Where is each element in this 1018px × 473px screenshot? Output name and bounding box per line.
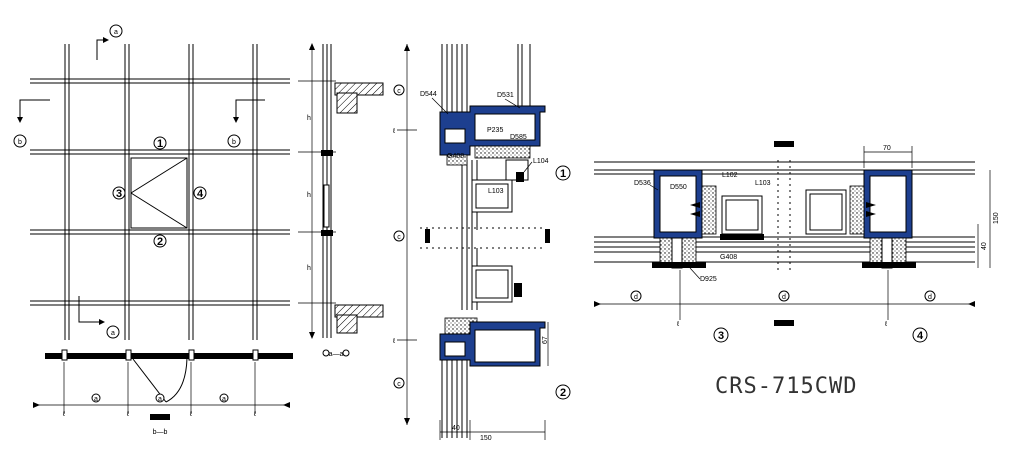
svg-text:c: c: [397, 234, 401, 241]
pane-callout-1: 1: [153, 136, 167, 150]
section-marker-a-bottom: a: [78, 296, 120, 339]
svg-text:a: a: [111, 330, 115, 337]
vertical-section: ℓ ℓ c c c: [392, 44, 571, 442]
svg-text:ℓ: ℓ: [676, 321, 680, 328]
svg-text:D544: D544: [420, 91, 437, 98]
svg-text:1: 1: [157, 138, 163, 150]
svg-text:a: a: [158, 396, 162, 403]
svg-text:1: 1: [560, 168, 566, 180]
svg-text:D585: D585: [510, 134, 527, 141]
svg-text:L103: L103: [488, 188, 504, 195]
svg-text:150: 150: [480, 435, 492, 442]
vertical-glass-lines: [441, 44, 531, 438]
svg-text:67: 67: [542, 336, 549, 344]
svg-text:L103: L103: [755, 180, 771, 187]
svg-text:h: h: [307, 115, 311, 122]
svg-text:h: h: [307, 265, 311, 272]
svg-text:4: 4: [917, 330, 924, 342]
drawing-title: CRS-715CWD: [715, 374, 857, 399]
svg-text:b—b: b—b: [153, 429, 168, 436]
elevation-mullions: [64, 44, 258, 340]
section-callout-2: 2: [555, 384, 571, 400]
svg-text:G408: G408: [720, 254, 737, 261]
lower-vent-box: [471, 265, 522, 303]
svg-text:c: c: [397, 381, 401, 388]
svg-text:L102: L102: [722, 172, 738, 179]
svg-text:b: b: [18, 139, 22, 146]
svg-text:a: a: [94, 396, 98, 403]
svg-text:3: 3: [116, 188, 122, 200]
left-mullion-profile: [652, 169, 717, 269]
pane-callout-3: 3: [112, 186, 126, 200]
upper-transom-profile: [439, 105, 546, 181]
svg-text:ℓ: ℓ: [392, 128, 396, 135]
right-mullion-profile: [849, 169, 916, 269]
svg-text:h: h: [307, 192, 311, 199]
svg-text:ℓ: ℓ: [253, 411, 257, 418]
svg-text:ℓ: ℓ: [62, 411, 66, 418]
operable-vent: [130, 157, 188, 229]
section-callout-4: 4: [912, 327, 928, 343]
svg-text:2: 2: [157, 236, 163, 248]
svg-text:D925: D925: [700, 276, 717, 283]
svg-text:150: 150: [993, 212, 1000, 224]
svg-text:4: 4: [197, 188, 204, 200]
svg-text:d: d: [928, 294, 932, 301]
elevation-view: 1 2 3 4 a a: [13, 24, 290, 340]
svg-text:G408: G408: [447, 153, 464, 160]
svg-text:a: a: [222, 396, 226, 403]
horizontal-glass-lines: [594, 161, 975, 263]
svg-text:D550: D550: [670, 184, 687, 191]
svg-text:d: d: [634, 294, 638, 301]
svg-text:3: 3: [718, 330, 724, 342]
pane-callout-2: 2: [153, 234, 167, 248]
svg-text:2: 2: [560, 387, 566, 399]
pane-callout-4: 4: [193, 186, 207, 200]
svg-text:L104: L104: [533, 158, 549, 165]
svg-text:d: d: [782, 294, 786, 301]
lower-transom-profile: [439, 317, 546, 367]
vertical-strip-aa: h h h a—a: [298, 43, 384, 358]
plan-section-bb: ℓ ℓ ℓ ℓ a a a b—b: [33, 349, 293, 436]
svg-text:D536: D536: [634, 180, 651, 187]
svg-text:40: 40: [452, 425, 460, 432]
right-vent-box: [805, 189, 847, 235]
part-labels-horizontal: D536 D550 L102 L103 G408 D925: [634, 172, 771, 283]
section-callout-1: 1: [555, 165, 571, 181]
svg-text:ℓ: ℓ: [392, 338, 396, 345]
svg-text:70: 70: [883, 145, 891, 152]
svg-text:ℓ: ℓ: [189, 411, 193, 418]
elevation-transoms: [30, 78, 290, 306]
horizontal-section: D536 D550 L102 L103 G408 D925 70 150 40 …: [594, 141, 1000, 343]
section-marker-b-right: b: [227, 99, 265, 148]
svg-text:a: a: [114, 29, 118, 36]
section-marker-b-left: b: [13, 99, 50, 148]
svg-text:P235: P235: [487, 127, 503, 134]
section-marker-a-top: a: [96, 24, 123, 60]
svg-text:D531: D531: [497, 92, 514, 99]
section-callout-3: 3: [713, 327, 729, 343]
svg-text:ℓ: ℓ: [126, 411, 130, 418]
part-labels-vertical: D544 D531 P235 D585 G408 L104 L103: [420, 91, 549, 195]
svg-text:40: 40: [981, 242, 988, 250]
upper-vent-box: [471, 172, 524, 213]
left-vent-box: [720, 195, 764, 240]
svg-text:a—a: a—a: [329, 351, 344, 358]
svg-text:ℓ: ℓ: [884, 321, 888, 328]
svg-text:b: b: [232, 139, 236, 146]
svg-text:c: c: [397, 88, 401, 95]
